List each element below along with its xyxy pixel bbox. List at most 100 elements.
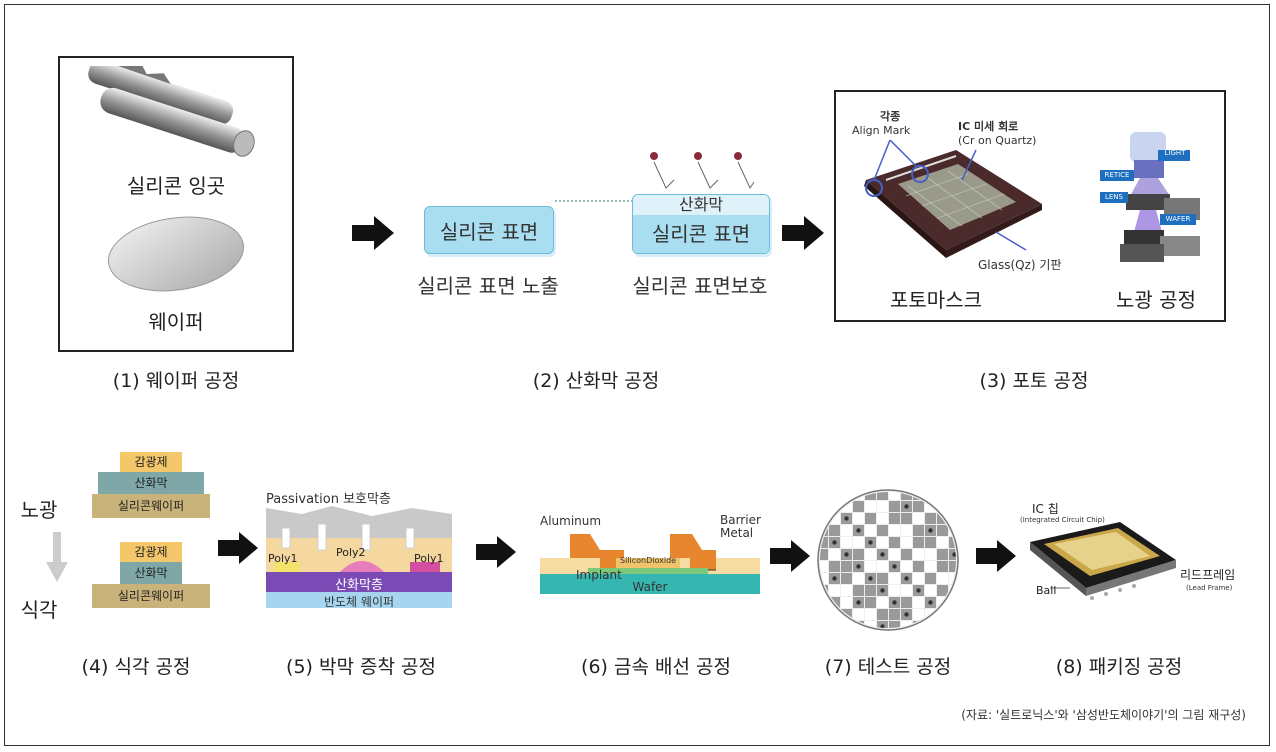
die-cell: [925, 513, 936, 524]
die-fail-dot: [832, 504, 837, 509]
die-cell: [853, 537, 864, 548]
die-fail-dot: [832, 540, 837, 545]
surface-protection-label: 실리콘 표면보호: [632, 274, 768, 298]
die-fail-dot: [856, 600, 861, 605]
die-cell: [889, 492, 900, 500]
die-cell: [829, 621, 840, 628]
die-cell: [841, 561, 852, 572]
arrow-down-icon: [46, 532, 68, 582]
ingot-label: 실리콘 잉곳: [126, 174, 226, 198]
die-cell: [865, 609, 876, 620]
die-cell: [925, 585, 936, 596]
package-image: [1030, 522, 1176, 600]
silicon-dioxide-label: SiliconDioxide: [620, 556, 677, 565]
die-cell: [937, 621, 948, 628]
die-cell: [949, 597, 956, 608]
caption-etch-process: (4) 식각 공정: [81, 656, 191, 678]
layer-stack-after: 감광제 산화막 실리콘웨이퍼: [92, 542, 210, 608]
die-cell: [865, 513, 876, 524]
photomask-image: [864, 140, 1042, 258]
die-fail-dot: [856, 564, 861, 569]
die-cell: [889, 537, 900, 548]
arrow-right-icon: [218, 532, 258, 564]
die-cell: [925, 573, 936, 584]
die-cell: [877, 609, 888, 620]
die-cell: [901, 597, 912, 608]
die-cell: [820, 573, 828, 584]
die-cell: [949, 537, 956, 548]
die-cell: [901, 492, 912, 500]
die-cell: [829, 609, 840, 620]
wafer-layer-after: 실리콘웨이퍼: [92, 584, 210, 608]
poly1-right-label: Poly1: [414, 552, 444, 565]
retice-tag: RETICE: [1104, 171, 1130, 179]
ic-circuit-sublabel: (Cr on Quartz): [958, 134, 1037, 147]
die-cell: [865, 621, 876, 628]
die-cell: [949, 573, 956, 584]
caption-photo-process: (3) 포토 공정: [979, 370, 1089, 392]
poly1-left-label: Poly1: [268, 552, 298, 565]
die-cell: [820, 513, 828, 524]
die-cell: [877, 501, 888, 512]
die-cell: [841, 525, 852, 536]
die-cell: [853, 609, 864, 620]
die-cell: [853, 573, 864, 584]
silicon-surface-protected: 실리콘 표면: [633, 215, 769, 253]
die-fail-dot: [892, 600, 897, 605]
die-cell: [937, 585, 948, 596]
die-cell: [889, 525, 900, 536]
die-cell: [925, 561, 936, 572]
die-cell: [949, 492, 956, 500]
die-fail-dot: [916, 588, 921, 593]
caption-wafer-process: (1) 웨이퍼 공정: [112, 370, 240, 392]
photo-process-panel: [834, 90, 1226, 322]
die-cell: [877, 525, 888, 536]
die-cell: [889, 549, 900, 560]
wafer-image: [107, 216, 245, 292]
arrow-right-icon: [976, 540, 1016, 572]
arrow-right-icon: [770, 540, 810, 572]
die-fail-dot: [904, 576, 909, 581]
die-cell: [820, 561, 828, 572]
glass-substrate-label: Glass(Qz) 기판: [978, 258, 1062, 272]
ic-chip-label: IC 칩: [1032, 502, 1059, 516]
die-cell: [841, 501, 852, 512]
die-cell: [937, 561, 948, 572]
die-cell: [841, 573, 852, 584]
silicon-ingot-image: [88, 66, 255, 157]
die-cell: [901, 585, 912, 596]
die-cell: [913, 561, 924, 572]
die-fail-dot: [928, 600, 933, 605]
die-cell: [937, 549, 948, 560]
silicon-surface-label: 실리콘 표면: [439, 219, 539, 244]
implant-label: Implant: [576, 568, 622, 582]
die-cell: [925, 549, 936, 560]
die-cell: [853, 549, 864, 560]
metal-label: Metal: [720, 526, 754, 540]
exposure-equipment-image: [1100, 132, 1200, 262]
die-cell: [829, 492, 840, 500]
die-cell: [913, 597, 924, 608]
surface-exposed-label: 실리콘 표면 노출: [417, 274, 559, 298]
die-cell: [820, 501, 828, 512]
die-cell: [865, 585, 876, 596]
die-cell: [913, 525, 924, 536]
die-cell: [901, 549, 912, 560]
oxide-film-label: 산화막층: [335, 578, 383, 593]
die-fail-dot: [916, 624, 921, 628]
die-cell: [877, 537, 888, 548]
die-cell: [913, 549, 924, 560]
figure-frame: [4, 4, 1270, 746]
semiconductor-wafer-label: 반도체 웨이퍼: [323, 595, 395, 609]
exposure-step-label: 노광: [20, 498, 58, 522]
ic-circuit-label: IC 미세 회로: [958, 120, 1019, 133]
die-fail-dot: [904, 504, 909, 509]
align-mark-label-2: Align Mark: [852, 124, 911, 137]
die-fail-dot: [844, 516, 849, 521]
die-cell: [913, 537, 924, 548]
light-tag: LIGHT: [1164, 149, 1186, 157]
die-cell: [853, 585, 864, 596]
die-cell: [937, 501, 948, 512]
ic-chip-en-label: (Integrated Circuit Chip): [1020, 516, 1105, 524]
die-cell: [913, 501, 924, 512]
